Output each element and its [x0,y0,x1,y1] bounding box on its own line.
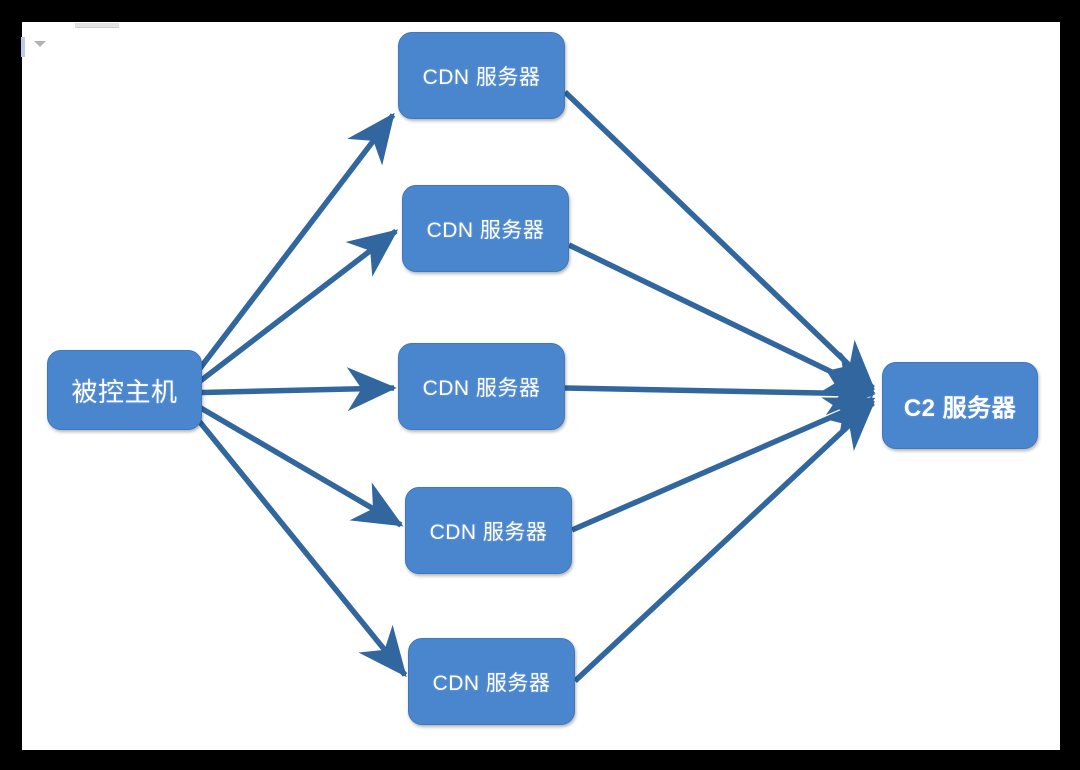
node-cdn-server-2[interactable]: CDN 服务器 [402,185,569,272]
node-c2-server-label: C2 服务器 [903,395,1017,422]
chevron-down-icon[interactable] [34,41,46,47]
selection-tab-marker [21,37,25,57]
node-cdn-server-1-label: CDN 服务器 [422,65,541,89]
document-canvas: 被控主机 CDN 服务器 CDN 服务器 CDN 服务器 CDN 服务器 CDN… [21,22,1060,750]
ruler-segment [75,23,119,28]
node-cdn-server-4[interactable]: CDN 服务器 [405,487,572,574]
edge-cdn3-c2 [564,371,876,416]
edge-host-cdn2 [180,228,399,398]
edge-host-cdn5 [179,398,408,678]
node-cdn-server-3-label: CDN 服务器 [422,376,541,400]
node-c2-server[interactable]: C2 服务器 [882,362,1038,449]
node-cdn-server-2-label: CDN 服务器 [426,218,545,242]
edge-cdn2-c2 [567,242,876,395]
node-cdn-server-1[interactable]: CDN 服务器 [398,32,565,119]
network-flow-diagram: 被控主机 CDN 服务器 CDN 服务器 CDN 服务器 CDN 服务器 CDN… [22,22,1060,750]
node-cdn-server-5-label: CDN 服务器 [432,671,551,695]
edge-cdn5-c2 [573,400,876,684]
node-cdn-server-4-label: CDN 服务器 [429,520,548,544]
node-cdn-server-5[interactable]: CDN 服务器 [408,638,575,725]
edge-cdn1-c2 [563,90,875,390]
node-controlled-host[interactable]: 被控主机 [47,350,202,430]
diagram-edges [179,90,876,684]
edge-host-cdn3 [181,367,397,412]
edge-host-cdn1 [179,112,396,394]
edge-cdn4-c2 [570,396,876,533]
node-controlled-host-label: 被控主机 [71,376,178,407]
edge-host-cdn4 [180,394,404,528]
node-cdn-server-3[interactable]: CDN 服务器 [398,343,565,430]
